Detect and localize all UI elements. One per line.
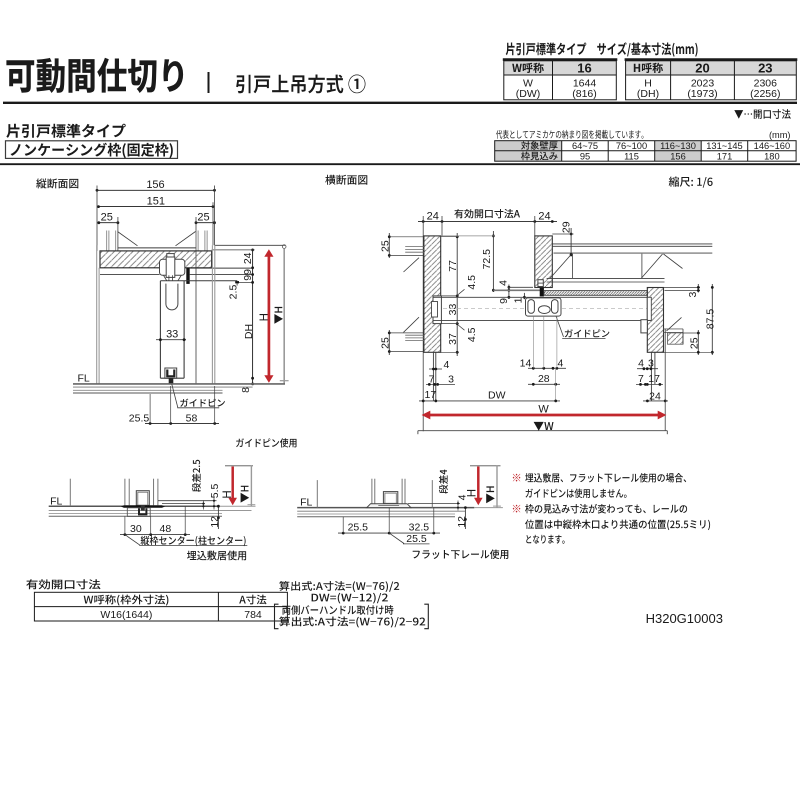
svg-text:3: 3 — [687, 292, 699, 298]
svg-text:32.5: 32.5 — [409, 522, 430, 534]
svg-text:17: 17 — [425, 389, 437, 401]
svg-text:171: 171 — [717, 151, 733, 161]
svg-text:4: 4 — [638, 358, 644, 370]
svg-text:33: 33 — [447, 304, 459, 316]
svg-text:5.5: 5.5 — [209, 483, 221, 498]
svg-text:W: W — [523, 78, 533, 90]
svg-text:9: 9 — [498, 298, 510, 304]
svg-text:25.5: 25.5 — [348, 522, 369, 534]
svg-text:(mm): (mm) — [769, 130, 790, 140]
svg-text:12: 12 — [209, 516, 221, 528]
svg-text:76~100: 76~100 — [616, 141, 647, 151]
svg-text:25: 25 — [197, 212, 209, 224]
svg-text:H: H — [259, 313, 271, 321]
svg-text:20: 20 — [695, 61, 709, 76]
svg-text:95: 95 — [580, 151, 590, 161]
svg-text:H: H — [644, 78, 652, 90]
svg-text:DW: DW — [488, 390, 506, 402]
svg-text:W16(1644): W16(1644) — [100, 609, 152, 621]
svg-text:115: 115 — [624, 151, 639, 161]
svg-text:116~130: 116~130 — [660, 141, 696, 151]
svg-text:FL: FL — [300, 497, 312, 509]
svg-text:1644: 1644 — [573, 78, 597, 90]
svg-text:87.5: 87.5 — [705, 309, 717, 330]
svg-text:77: 77 — [447, 260, 459, 272]
svg-text:37: 37 — [447, 333, 459, 345]
svg-text:28: 28 — [538, 373, 550, 385]
svg-text:24: 24 — [242, 252, 254, 264]
svg-text:180: 180 — [764, 151, 780, 161]
svg-text:131~145: 131~145 — [706, 141, 742, 151]
svg-text:FL: FL — [50, 495, 62, 507]
svg-text:24: 24 — [427, 210, 439, 222]
svg-text:3: 3 — [448, 373, 454, 385]
svg-text:(816): (816) — [572, 88, 597, 100]
svg-text:17: 17 — [648, 373, 660, 385]
svg-text:2.5: 2.5 — [228, 285, 240, 300]
svg-text:156: 156 — [670, 151, 686, 161]
svg-text:2023: 2023 — [691, 78, 715, 90]
svg-text:25: 25 — [380, 337, 392, 349]
svg-text:(DH): (DH) — [637, 88, 659, 100]
svg-text:14: 14 — [520, 357, 532, 369]
svg-text:H: H — [467, 489, 479, 497]
svg-text:30: 30 — [130, 523, 142, 535]
svg-text:H320G10003: H320G10003 — [646, 611, 723, 626]
svg-text:3: 3 — [648, 358, 654, 370]
svg-text:25.5: 25.5 — [406, 533, 427, 545]
svg-text:12: 12 — [456, 516, 468, 528]
svg-text:16: 16 — [577, 61, 591, 76]
svg-text:24: 24 — [538, 210, 550, 222]
svg-text:23: 23 — [758, 61, 772, 76]
svg-text:25: 25 — [380, 240, 392, 252]
svg-text:(2256): (2256) — [750, 88, 780, 100]
svg-text:64~75: 64~75 — [572, 141, 598, 151]
svg-text:25: 25 — [101, 212, 113, 224]
svg-text:4: 4 — [498, 280, 510, 286]
svg-text:7: 7 — [638, 373, 644, 385]
svg-text:4: 4 — [557, 357, 563, 369]
svg-text:29: 29 — [561, 221, 573, 233]
svg-text:4: 4 — [443, 359, 449, 371]
svg-text:7: 7 — [429, 373, 435, 385]
svg-text:FL: FL — [78, 372, 90, 384]
svg-text:4: 4 — [456, 494, 468, 500]
svg-text:2306: 2306 — [754, 78, 778, 90]
svg-text:(1973): (1973) — [687, 88, 717, 100]
svg-text:25: 25 — [688, 337, 700, 349]
svg-text:(DW): (DW) — [516, 88, 541, 100]
svg-text:156: 156 — [146, 179, 164, 191]
svg-text:W: W — [538, 403, 549, 415]
svg-text:H: H — [222, 490, 234, 498]
svg-text:151: 151 — [147, 196, 165, 208]
svg-text:146~160: 146~160 — [754, 141, 790, 151]
svg-text:33: 33 — [166, 328, 178, 340]
svg-text:8: 8 — [240, 387, 252, 393]
svg-text:25.5: 25.5 — [129, 412, 150, 424]
svg-text:48: 48 — [160, 523, 172, 535]
svg-text:1: 1 — [513, 297, 525, 303]
svg-text:24: 24 — [649, 390, 661, 402]
svg-text:784: 784 — [244, 609, 262, 621]
svg-text:72.5: 72.5 — [481, 249, 493, 270]
svg-text:4.5: 4.5 — [466, 275, 478, 290]
svg-text:4.5: 4.5 — [466, 327, 478, 342]
svg-text:DH: DH — [243, 324, 255, 339]
svg-text:58: 58 — [186, 412, 198, 424]
svg-text:99: 99 — [242, 269, 254, 281]
